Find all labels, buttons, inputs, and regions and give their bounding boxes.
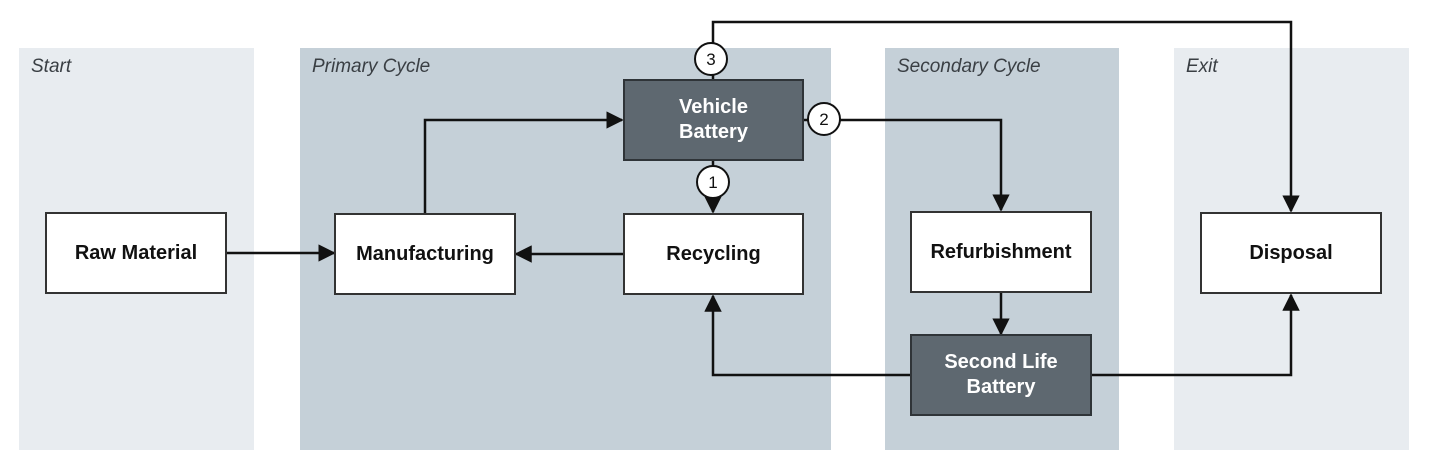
lane-primary-label: Primary Cycle xyxy=(312,56,431,77)
arrow-second-life-to-recycling xyxy=(704,294,911,377)
badge-3-label: 3 xyxy=(706,50,715,69)
node-raw-material: Raw Material xyxy=(45,212,227,294)
node-recycling: Recycling xyxy=(623,213,804,295)
badge-3: 3 xyxy=(694,42,728,76)
arrow-second-life-to-disposal xyxy=(1092,293,1300,377)
arrow-vehicle-to-refurbishment xyxy=(804,118,1010,212)
badge-1: 1 xyxy=(696,165,730,199)
node-manufacturing: Manufacturing xyxy=(334,213,516,295)
node-vehicle-battery: Vehicle Battery xyxy=(623,79,804,161)
arrow-manufacturing-to-vehicle xyxy=(423,111,624,213)
node-disposal: Disposal xyxy=(1200,212,1382,294)
lane-secondary-label: Secondary Cycle xyxy=(897,56,1041,77)
badge-1-label: 1 xyxy=(708,173,717,192)
badge-2: 2 xyxy=(807,102,841,136)
node-refurbishment: Refurbishment xyxy=(910,211,1092,293)
lane-start-label: Start xyxy=(31,56,72,77)
badge-2-label: 2 xyxy=(819,110,828,129)
lane-exit-label: Exit xyxy=(1186,56,1218,77)
node-second-life-battery: Second Life Battery xyxy=(910,334,1092,416)
